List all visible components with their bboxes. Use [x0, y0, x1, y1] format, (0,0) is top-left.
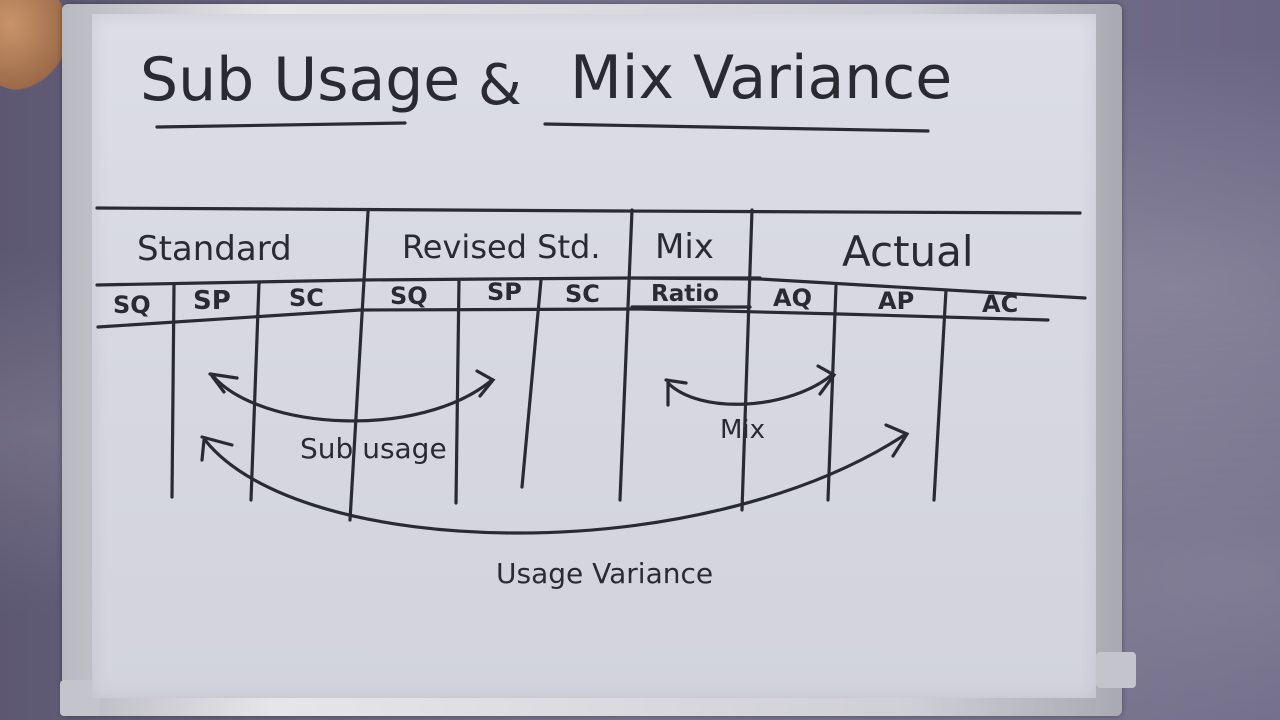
subheader-row-line — [96, 307, 1050, 329]
col-ap: AP — [878, 287, 914, 315]
frame-corner-bottom-right — [1096, 652, 1136, 688]
col-sep-2 — [249, 281, 261, 502]
col-sp-1: SP — [193, 286, 231, 316]
usage-arrowhead-right — [884, 423, 910, 458]
sub-usage-arrowhead-left — [208, 372, 239, 394]
table-top-line — [95, 206, 1082, 215]
title-right: Mix Variance — [570, 43, 952, 113]
col-sq-2: SQ — [390, 282, 428, 310]
col-sp-2: SP — [487, 278, 522, 306]
title-right-underline — [543, 122, 930, 133]
col-sc-1: SC — [289, 284, 324, 312]
col-sep-3 — [454, 278, 461, 505]
sub-usage-arrow-curve — [211, 374, 494, 423]
col-ac: AC — [982, 290, 1018, 318]
mix-arrow-curve — [666, 372, 835, 406]
col-sc-2: SC — [565, 280, 600, 308]
group-standard: Standard — [137, 229, 292, 269]
col-sep-1 — [170, 283, 176, 499]
label-sub-usage: Sub usage — [300, 432, 447, 465]
usage-arrowhead-left — [200, 435, 234, 462]
title-left-underline — [155, 121, 407, 129]
mix-arrowhead-right — [816, 364, 837, 396]
col-sep-4 — [520, 278, 543, 489]
col-sep-5 — [826, 284, 838, 502]
col-sep-6 — [932, 288, 948, 502]
group-revised: Revised Std. — [402, 228, 601, 266]
group-actual: Actual — [842, 227, 974, 276]
col-ratio: Ratio — [651, 281, 719, 307]
separator-revised-mix — [618, 208, 634, 502]
title-left: Sub Usage — [140, 45, 460, 115]
usage-arrow-curve — [203, 432, 908, 535]
sub-usage-arrowhead-right — [475, 369, 496, 398]
col-sq-1: SQ — [113, 291, 151, 319]
mix-arrowhead-left — [664, 378, 688, 407]
col-aq: AQ — [773, 284, 812, 312]
group-mix: Mix — [655, 227, 714, 267]
label-usage-variance: Usage Variance — [496, 557, 713, 590]
separator-standard-revised — [348, 210, 370, 522]
label-mix: Mix — [720, 415, 765, 445]
whiteboard-surface — [92, 14, 1096, 698]
title-ampersand: & — [478, 53, 522, 118]
separator-mix-actual — [740, 208, 754, 512]
